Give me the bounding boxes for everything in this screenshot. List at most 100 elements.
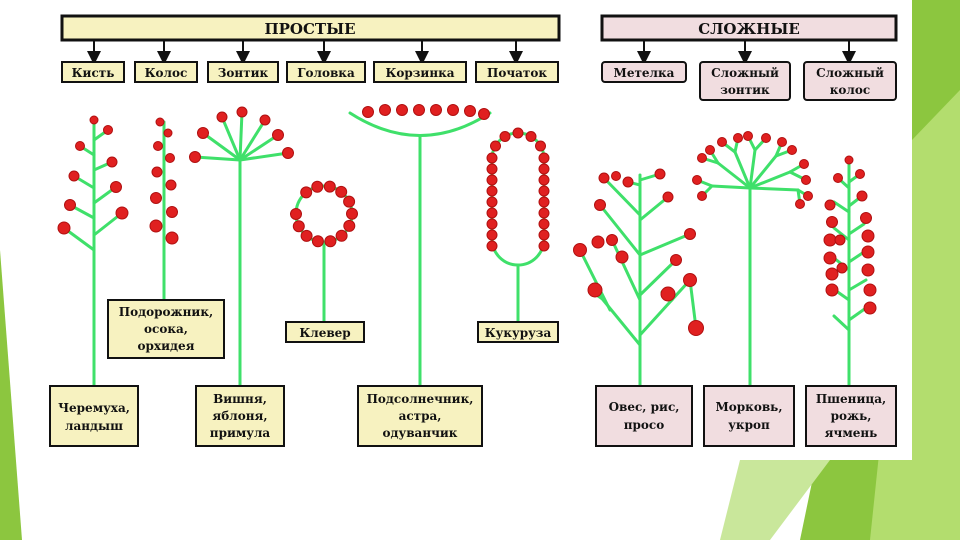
example-line: Пшеница, bbox=[816, 392, 886, 406]
example-line: ячмень bbox=[825, 426, 878, 440]
example-line: осока, bbox=[144, 322, 188, 336]
header-arrows bbox=[87, 40, 856, 65]
type-label: Зонтик bbox=[218, 66, 269, 80]
example-oats: Овес, рис, просо bbox=[595, 385, 693, 447]
flower-dot bbox=[538, 196, 550, 208]
flower-dot bbox=[311, 180, 324, 193]
type-box-golovka: Головка bbox=[286, 61, 366, 83]
head-flowers bbox=[290, 180, 358, 248]
flower-dot bbox=[311, 235, 324, 248]
panicle-drawing bbox=[578, 172, 698, 387]
example-clover: Клевер bbox=[285, 321, 365, 343]
flower-dot bbox=[343, 195, 356, 208]
compound-umbel-flowers bbox=[692, 131, 813, 209]
basket-flowers bbox=[362, 104, 490, 120]
example-wheat: Пшеница, рожь, ячмень bbox=[805, 385, 897, 447]
flower-dot bbox=[486, 152, 498, 164]
type-box-kolos: Колос bbox=[134, 61, 198, 83]
type-label: Колос bbox=[145, 66, 188, 80]
example-line: примула bbox=[210, 426, 271, 440]
type-box-complex-spike: Сложный колос bbox=[803, 61, 897, 101]
flower-dot bbox=[538, 207, 550, 219]
type-label: Корзинка bbox=[385, 66, 454, 80]
example-line: Овес, рис, bbox=[609, 400, 680, 414]
slide-accent-bottom bbox=[720, 460, 830, 540]
type-label-line2: колос bbox=[830, 83, 870, 97]
flower-dot bbox=[290, 208, 302, 220]
type-label-line1: Сложный bbox=[711, 66, 779, 80]
raceme-flowers bbox=[57, 115, 129, 235]
cob-drawing bbox=[490, 131, 546, 324]
example-line: просо bbox=[624, 418, 665, 432]
example-corn: Кукуруза bbox=[477, 321, 559, 343]
flower-dot bbox=[346, 207, 358, 220]
umbel-flowers bbox=[189, 106, 294, 163]
flower-dot bbox=[486, 207, 498, 219]
flower-dot bbox=[538, 174, 550, 186]
type-box-metelka: Метелка bbox=[601, 61, 687, 83]
type-label: Метелка bbox=[614, 66, 675, 80]
complex-header-text: СЛОЖНЫЕ bbox=[698, 20, 800, 38]
flower-dot bbox=[486, 185, 498, 197]
type-label: Головка bbox=[297, 66, 355, 80]
example-line: Клевер bbox=[299, 326, 350, 340]
flower-dot bbox=[300, 186, 313, 199]
flower-dot bbox=[343, 219, 356, 232]
type-box-zontik: Зонтик bbox=[207, 61, 279, 83]
example-plantain: Подорожник, осока, орхидея bbox=[107, 299, 225, 359]
head-drawing bbox=[294, 184, 354, 324]
slide-accent-left bbox=[0, 250, 22, 540]
inflorescence-diagram: ПРОСТЫЕ СЛОЖНЫЕ Кисть Колос Зонтик Голов… bbox=[49, 14, 898, 447]
type-label: Кисть bbox=[72, 66, 115, 80]
basket-drawing bbox=[348, 111, 492, 388]
example-line: Кукуруза bbox=[485, 326, 552, 340]
example-sunflower: Подсолнечник, астра, одуванчик bbox=[357, 385, 483, 447]
example-apple: Вишня, яблоня, примула bbox=[195, 385, 285, 447]
example-cherry: Черемуха, ландыш bbox=[49, 385, 139, 447]
panicle-flowers bbox=[573, 168, 704, 336]
type-label-line1: Сложный bbox=[816, 66, 884, 80]
flower-dot bbox=[486, 218, 498, 230]
flower-dot bbox=[486, 196, 498, 208]
flower-dot bbox=[535, 140, 546, 152]
example-carrot: Морковь, укроп bbox=[703, 385, 795, 447]
flower-dot bbox=[324, 235, 337, 248]
example-line: яблоня, bbox=[212, 409, 267, 423]
example-line: Вишня, bbox=[213, 392, 267, 406]
flower-dot bbox=[538, 152, 550, 164]
flower-dot bbox=[538, 218, 550, 230]
example-line: Морковь, bbox=[715, 400, 782, 414]
flower-dot bbox=[486, 229, 498, 241]
example-line: астра, bbox=[399, 409, 442, 423]
example-line: рожь, bbox=[831, 409, 872, 423]
complex-header: СЛОЖНЫЕ bbox=[600, 14, 898, 42]
type-box-complex-umbel: Сложный зонтик bbox=[699, 61, 791, 101]
example-line: одуванчик bbox=[383, 426, 458, 440]
flower-dot bbox=[538, 229, 550, 241]
flower-dot bbox=[538, 163, 550, 175]
flower-dot bbox=[538, 240, 550, 252]
flower-dot bbox=[490, 140, 501, 152]
type-label: Початок bbox=[487, 66, 547, 80]
flower-dot bbox=[512, 127, 524, 139]
flower-dot bbox=[486, 240, 498, 252]
compound-spike-flowers bbox=[823, 155, 877, 315]
type-box-kist: Кисть bbox=[61, 61, 125, 83]
flower-dot bbox=[486, 174, 498, 186]
example-line: Подсолнечник, bbox=[367, 392, 474, 406]
example-line: Черемуха, bbox=[58, 401, 130, 415]
umbel-drawing bbox=[193, 110, 290, 392]
flower-dot bbox=[486, 163, 498, 175]
simple-header-text: ПРОСТЫЕ bbox=[264, 20, 355, 38]
type-label-line2: зонтик bbox=[720, 83, 770, 97]
example-line: орхидея bbox=[138, 339, 195, 353]
flower-dot bbox=[538, 185, 550, 197]
flower-dot bbox=[499, 131, 511, 142]
type-box-pochatok: Початок bbox=[475, 61, 559, 83]
example-line: ландыш bbox=[65, 419, 123, 433]
type-box-korzinka: Корзинка bbox=[373, 61, 467, 83]
flower-dot bbox=[323, 180, 336, 193]
flower-dot bbox=[292, 220, 305, 233]
flower-dot bbox=[300, 229, 313, 242]
flower-dot bbox=[335, 229, 348, 242]
